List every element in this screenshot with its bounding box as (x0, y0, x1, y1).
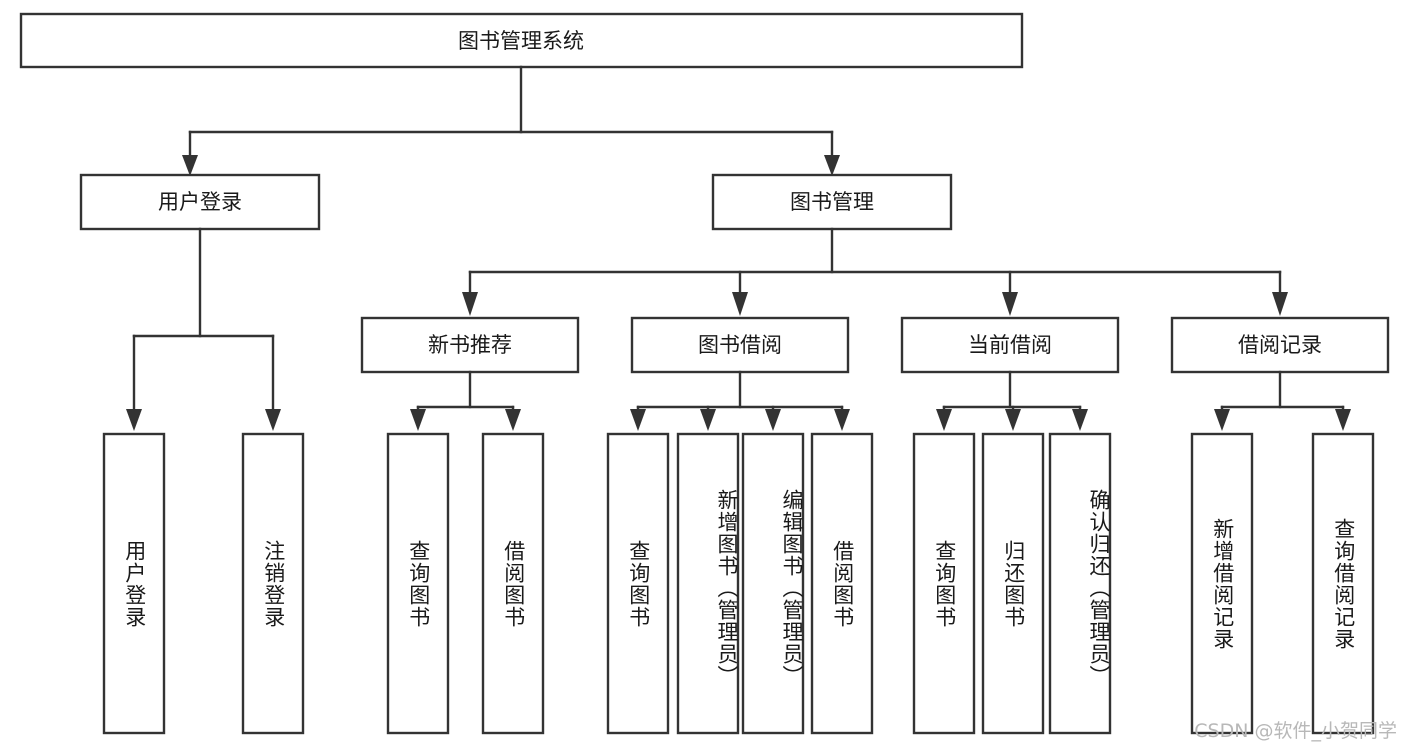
leaf-box-return-book[interactable] (981, 432, 1045, 735)
arrow-head-icon (1005, 409, 1021, 431)
leaf-box-query-record[interactable] (1311, 432, 1375, 735)
connector-book-manage-to-level3 (462, 227, 1288, 316)
node-new-book-recommend-box[interactable] (360, 316, 580, 374)
node-user-login-label: 用户登录 (158, 190, 242, 214)
arrow-head-icon (182, 155, 198, 176)
connector-borrow-record-to-leaves (1214, 370, 1351, 431)
leaf-box-query-book-1[interactable] (386, 432, 450, 735)
node-new-book-recommend-label: 新书推荐 (428, 333, 512, 357)
arrow-head-icon (936, 409, 952, 431)
leaf-box-borrow-book-2[interactable] (810, 432, 874, 735)
connector-new-book-recommend-to-leaves (410, 370, 521, 431)
connector-root-to-level2 (182, 65, 840, 176)
leaf-box-edit-book[interactable] (741, 432, 805, 735)
node-current-borrow-box[interactable] (900, 316, 1120, 374)
arrow-head-icon (630, 409, 646, 431)
leaf-box-borrow-book-1[interactable] (481, 432, 545, 735)
node-borrow-record-label: 借阅记录 (1238, 333, 1322, 357)
leaf-box-confirm-return[interactable] (1048, 432, 1112, 735)
arrow-head-icon (1272, 292, 1288, 316)
arrow-head-icon (732, 292, 748, 316)
node-root-label: 图书管理系统 (458, 29, 584, 53)
arrow-head-icon (410, 409, 426, 431)
leaf-box-add-book[interactable] (676, 432, 740, 735)
node-book-borrow[interactable]: 图书借阅 (630, 316, 850, 374)
node-user-login[interactable]: 用户登录 (79, 173, 321, 231)
arrow-head-icon (1335, 409, 1351, 431)
node-book-manage[interactable]: 图书管理 (711, 173, 953, 231)
arrow-head-icon (265, 409, 281, 431)
node-borrow-record-box[interactable] (1170, 316, 1390, 374)
connector-user-login-to-leaves (126, 227, 281, 431)
arrow-head-icon (126, 409, 142, 431)
node-current-borrow[interactable]: 当前借阅 (900, 316, 1120, 374)
arrow-head-icon (765, 409, 781, 431)
leaf-box-user-logout[interactable] (241, 432, 305, 735)
node-current-borrow-label: 当前借阅 (968, 333, 1052, 357)
arrow-head-icon (505, 409, 521, 431)
node-borrow-record[interactable]: 借阅记录 (1170, 316, 1390, 374)
arrow-head-icon (462, 292, 478, 316)
leaf-box-add-record[interactable] (1190, 432, 1254, 735)
watermark-text: CSDN @软件_小贺同学 (1194, 720, 1397, 742)
node-root[interactable]: 图书管理系统 (19, 12, 1024, 69)
arrow-head-icon (1002, 292, 1018, 316)
node-book-manage-label: 图书管理 (790, 190, 874, 214)
arrow-head-icon (1214, 409, 1230, 431)
leaf-box-query-book-3[interactable] (912, 432, 976, 735)
node-book-borrow-label: 图书借阅 (698, 333, 782, 357)
arrow-head-icon (1072, 409, 1088, 431)
node-root-box[interactable] (19, 12, 1024, 69)
node-new-book-recommend[interactable]: 新书推荐 (360, 316, 580, 374)
connector-current-borrow-to-leaves (936, 370, 1088, 431)
arrow-head-icon (824, 155, 840, 176)
arrow-head-icon (700, 409, 716, 431)
node-book-borrow-box[interactable] (630, 316, 850, 374)
connector-book-borrow-to-leaves (630, 370, 850, 431)
leaf-box-user-login[interactable] (102, 432, 166, 735)
arrow-head-icon (834, 409, 850, 431)
node-book-manage-box[interactable] (711, 173, 953, 231)
leaf-box-query-book-2[interactable] (606, 432, 670, 735)
